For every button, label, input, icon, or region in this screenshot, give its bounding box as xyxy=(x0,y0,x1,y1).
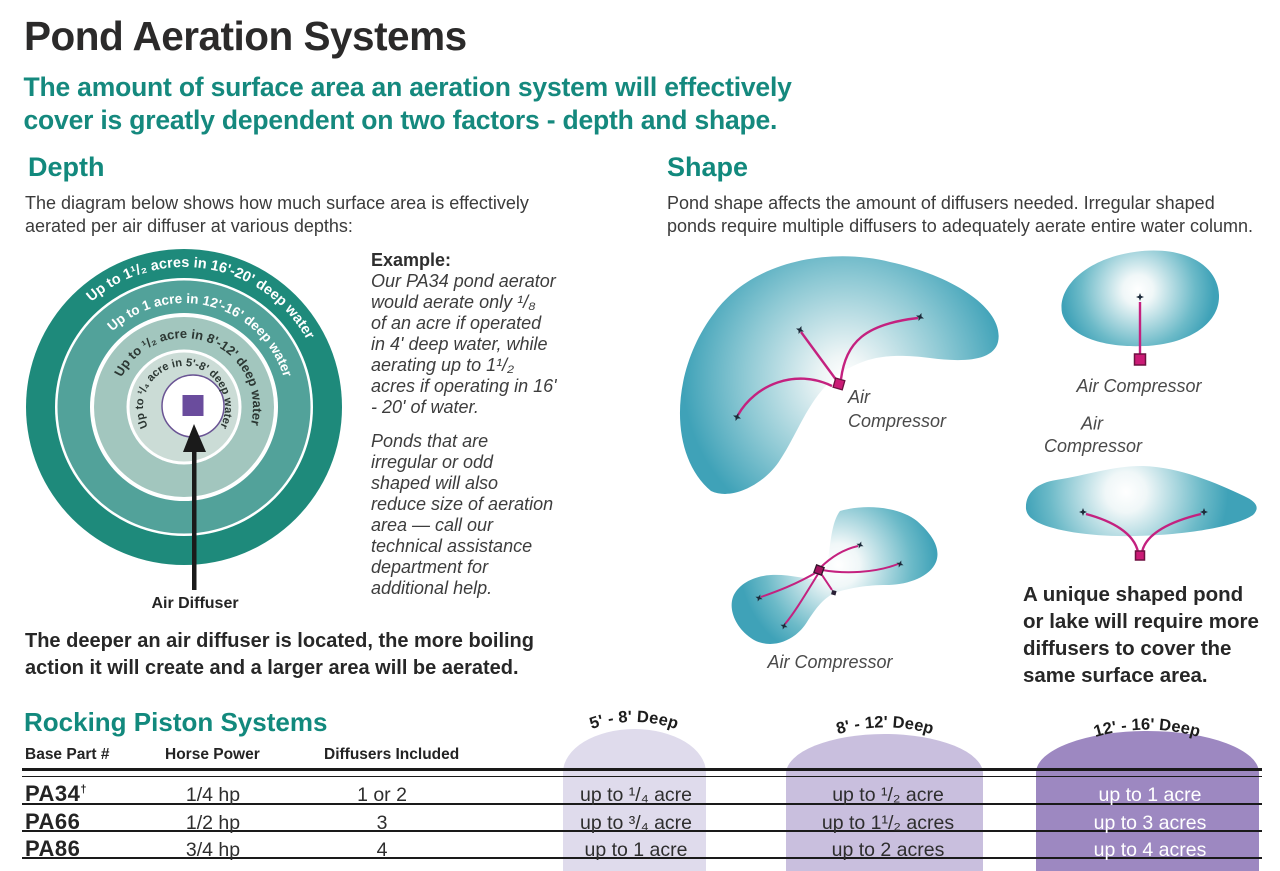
svg-text:12' - 16' Deep: 12' - 16' Deep xyxy=(1092,716,1202,741)
svg-text:5' - 8' Deep: 5' - 8' Deep xyxy=(587,708,680,733)
svg-text:Air Compressor: Air Compressor xyxy=(1075,376,1202,396)
svg-text:Air: Air xyxy=(847,387,871,407)
svg-text:Compressor: Compressor xyxy=(848,411,947,431)
svg-text:Compressor: Compressor xyxy=(1044,436,1143,456)
svg-text:Air Compressor: Air Compressor xyxy=(766,652,893,672)
svg-text:Air: Air xyxy=(1080,414,1104,434)
svg-text:8' - 12' Deep: 8' - 12' Deep xyxy=(834,713,935,738)
